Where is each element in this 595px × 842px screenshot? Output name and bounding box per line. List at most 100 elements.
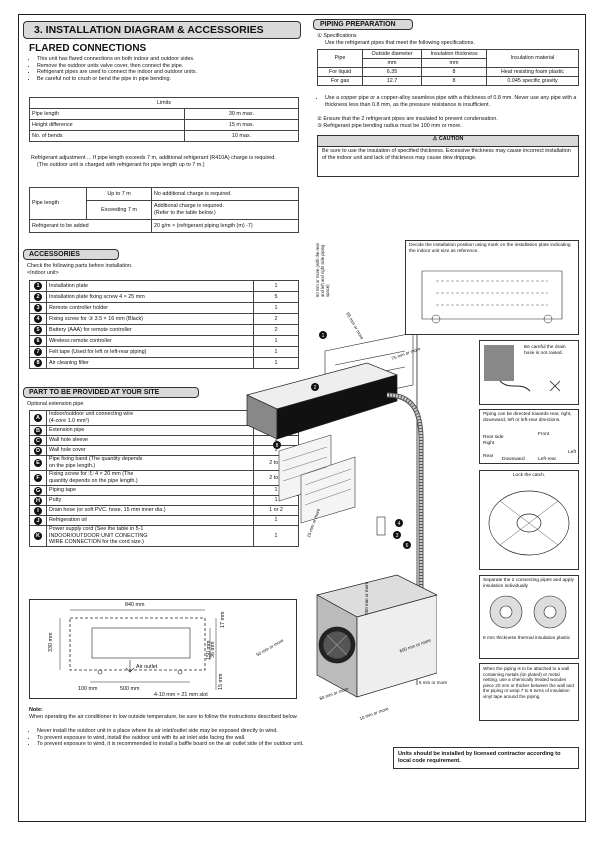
site-part-badge: D [34,446,42,455]
site-part-name: Power supply cord (See the table in 5-1 … [46,525,254,547]
site-part-name: Extension pipe [46,425,254,436]
site-part-badge: C [34,436,42,445]
flared-bullet: Refrigerant pipes are used to connect th… [37,69,307,76]
charge-table: Pipe length Up to 7 m No additional char… [29,187,299,233]
accessory-number-badge: 8 [34,359,42,367]
note-heading: Note: [29,707,43,713]
air-outlet-label: Air outlet [136,664,158,670]
accessory-name: Installation plate fixing screw 4 × 25 m… [46,291,254,303]
site-part-badge: F [34,474,42,482]
caution-header: ⚠ CAUTION [318,136,578,147]
mat-cell: 0.045 specific gravity [486,76,579,86]
accessory-number-badge: 6 [34,337,42,345]
site-part-name: Wall hole cover [46,445,254,456]
accessory-number: 2 [29,291,47,303]
site-part-name: Piping tape [46,485,254,496]
dir-rear-side: Rear side [483,435,504,440]
plate-drawing [421,270,563,324]
accessory-name: Remote controller holder [46,302,254,314]
remote-controller-drawing [376,516,386,536]
directions-callout: Piping can be directed towards rear, rig… [479,409,579,464]
accessory-number: 4 [29,313,47,325]
site-part-name: Drain hose (or soft PVC. hose, 15 mm inn… [46,505,254,516]
piping-spec-head: ① Specifications [317,33,357,39]
site-part-badge: E [34,459,42,467]
note-bullet: Never install the outdoor unit in a plac… [37,728,309,735]
site-part-letter: D [29,445,47,456]
lock-catch-callout: Lock the catch. [479,470,579,570]
note-intro: When operating the air conditioner in lo… [29,714,298,720]
refrigerant-adjust-note: Refrigerant adjustment ... If pipe lengt… [31,155,276,168]
accessory-number-badge: 4 [34,315,42,323]
dim-label-10: 10 mm or more [358,705,390,722]
piping-title: PIPING PREPARATION [313,19,413,30]
accessory-number-badge: 5 [34,326,42,334]
dir-rear: Rear [483,454,494,459]
svg-text:2: 2 [314,385,317,391]
od-cell: 12.7 [362,76,422,86]
dim-label-350: 350 mm or more [364,581,370,615]
accessory-number-badge: 7 [34,348,42,356]
site-part-badge: B [34,426,42,435]
accessories-intro: Check the following parts before install… [27,263,133,276]
site-part-name: Putty [46,495,254,506]
svg-text:1: 1 [322,333,325,339]
accessory-number: 6 [29,335,47,347]
dim-15: 15 mm [218,673,224,690]
site-parts-title: PART TO BE PROVIDED AT YOUR SITE [23,387,199,398]
dir-left: Left [568,450,577,455]
svg-text:3: 3 [396,533,399,539]
col-ins-unit: mm [421,58,487,68]
accessory-number-badge: 1 [34,282,42,290]
decide-text: Decide the installation position using m… [409,243,571,254]
flared-bullet: Remove the outdoor units valve cover, th… [37,63,307,70]
installation-diagram: 1 2 8 4 3 6 [245,305,437,698]
piping-spec-sub: Use the refrigerant pipes that meet the … [325,40,475,46]
site-part-badge: A [34,414,42,422]
careful-text: Be careful the drain hose is not raised. [524,345,566,356]
accessory-number-badge: 3 [34,304,42,312]
dim-500: 500 mm [120,686,140,692]
metal-text: When the piping is to be attached to a w… [483,666,574,699]
caution-box: ⚠ CAUTION Be sure to use the insulation … [317,135,579,177]
dir-right: Right [483,441,495,446]
site-part-letter: H [29,495,47,506]
site-part-letter: A [29,410,47,426]
note-bullet: To prevent exposure to wind, install the… [37,735,309,742]
caution-text: Be sure to use the insulation of specifi… [322,148,571,161]
dir-left-rear: Left-rear [538,457,557,462]
decide-callout: Decide the installation position using m… [405,240,579,335]
accessory-name: Battery (AAA) for remote controller [46,324,254,336]
flared-bullet: Be careful not to crush or bend the pipe… [37,76,307,83]
site-part-name: Pipe fixing band (The quantity depends o… [46,455,254,471]
insulation-callout: Separate the 2 connecting pipes and appl… [479,575,579,659]
limit-value: 10 max. [184,130,299,142]
charge-added-label: Refrigerant to be added [29,219,152,233]
limits-header: Limits [29,97,299,109]
flared-bullets: This unit has flared connections on both… [29,56,307,82]
accessory-number: 3 [29,302,47,314]
site-part-qty: 1 [253,525,299,547]
accessory-number-badge: 2 [34,293,42,301]
accessory-qty: 1 [253,357,299,369]
accessory-name: Wireless remote controller [46,335,254,347]
pipe-spec-table: Pipe Outside diameter Insulation thickne… [317,49,579,86]
charge-up-to-value: No additional charge is required. [151,187,299,201]
dim-label-5: 5 mm or more [419,680,448,685]
charge-up-to: Up to 7 m [86,187,152,201]
accessory-name: Fixing screw for ③ 3.5 × 16 mm (Black) [46,313,254,325]
site-part-letter: B [29,425,47,436]
svg-text:6: 6 [406,543,409,549]
site-part-letter: I [29,505,47,516]
catch-drawing [488,490,570,556]
site-part-badge: I [34,506,42,515]
charge-pipe-length: Pipe length [29,187,87,220]
dir-front: Front [538,432,550,437]
col-ins: Insulation thickness [421,49,487,59]
site-part-badge: H [34,496,42,505]
